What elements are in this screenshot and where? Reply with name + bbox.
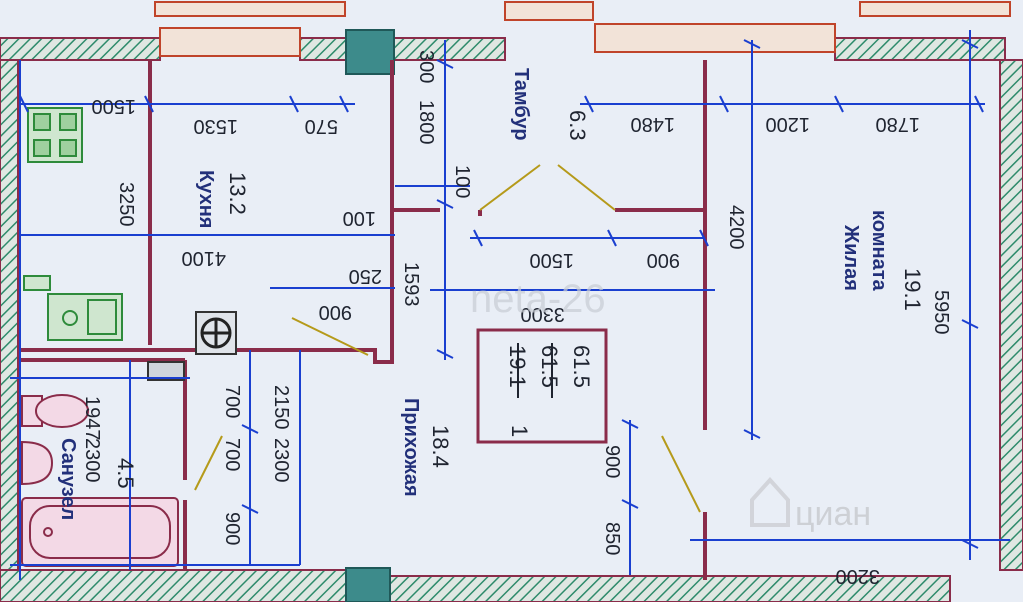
toilet-icon bbox=[21, 394, 89, 428]
dim-900-b: 900 bbox=[319, 301, 352, 323]
living-name-line2: комната bbox=[868, 210, 890, 291]
dim-1480: 1480 bbox=[631, 113, 676, 135]
rooms-count: 1 bbox=[507, 425, 532, 437]
dimension-values: 300 1800 1500 1530 570 1480 1200 1780 32… bbox=[81, 50, 952, 587]
vestibule-name: Тамбур bbox=[510, 68, 532, 141]
bathroom-area: 4.5 bbox=[113, 458, 138, 489]
dim-700-a: 700 bbox=[221, 385, 243, 418]
site-watermark: neta-26 bbox=[470, 277, 606, 321]
dim-1593: 1593 bbox=[400, 262, 422, 307]
dimension-lines bbox=[10, 30, 1010, 580]
dim-2300-b: 2300 bbox=[270, 438, 292, 483]
dim-2150: 2150 bbox=[270, 385, 292, 430]
brand-watermark: циан bbox=[795, 495, 871, 533]
bathroom-name: Санузел bbox=[57, 438, 79, 520]
dim-4200: 4200 bbox=[725, 205, 747, 250]
hall-area: 18.4 bbox=[428, 425, 453, 468]
living-area: 19.1 bbox=[900, 268, 925, 311]
living-name-line1: Жилая bbox=[840, 224, 862, 291]
radiator-icon bbox=[147, 361, 185, 381]
exterior-walls bbox=[0, 37, 1023, 602]
kitchen-name: Кухня bbox=[195, 170, 217, 228]
dim-900-c: 900 bbox=[221, 512, 243, 545]
dim-1500-mid: 1500 bbox=[530, 249, 575, 271]
room-labels: Кухня 13.2 Тамбур 6.3 Жилая комната 19.1… bbox=[57, 68, 925, 520]
dim-5950: 5950 bbox=[930, 290, 952, 335]
bathroom-sink-icon bbox=[21, 440, 54, 486]
dim-1780: 1780 bbox=[876, 113, 921, 135]
dim-900-a: 900 bbox=[647, 249, 680, 271]
dim-3300: 3300 bbox=[521, 303, 566, 325]
dim-100-b: 100 bbox=[451, 165, 473, 198]
total-area-value-1: 61.5 bbox=[537, 345, 562, 388]
dim-1530: 1530 bbox=[194, 115, 239, 137]
bathtub-icon bbox=[21, 497, 179, 567]
dim-1500-top: 1500 bbox=[92, 95, 137, 117]
area-summary-box: 1 19.1 61.5 61.5 bbox=[476, 328, 608, 444]
dim-1947: 1947 bbox=[81, 396, 103, 441]
kitchen-area: 13.2 bbox=[225, 172, 250, 215]
dim-900-d: 900 bbox=[601, 445, 623, 478]
kitchen-sink-icon bbox=[23, 275, 123, 341]
vestibule-area: 6.3 bbox=[565, 110, 590, 141]
columns bbox=[345, 29, 395, 602]
kitchen-stove-icon bbox=[27, 107, 83, 163]
boiler-icon bbox=[195, 311, 237, 355]
door-swings bbox=[194, 164, 701, 513]
dim-850: 850 bbox=[601, 522, 623, 555]
dim-100-a: 100 bbox=[343, 207, 376, 229]
dim-3250: 3250 bbox=[115, 182, 137, 227]
hall-name: Прихожая bbox=[400, 398, 422, 497]
dim-4100: 4100 bbox=[182, 247, 227, 269]
watermarks: neta-26 циан bbox=[470, 277, 871, 533]
dim-2300-a: 2300 bbox=[81, 438, 103, 483]
dim-1200: 1200 bbox=[766, 113, 811, 135]
dim-250: 250 bbox=[349, 265, 382, 287]
cian-logo-icon bbox=[750, 477, 790, 527]
dim-1800: 1800 bbox=[415, 100, 437, 145]
windows bbox=[154, 1, 1011, 57]
dim-700-b: 700 bbox=[221, 438, 243, 471]
dim-3200: 3200 bbox=[836, 565, 881, 587]
total-area-value-2: 61.5 bbox=[569, 345, 594, 388]
dim-570: 570 bbox=[305, 115, 338, 137]
dim-300: 300 bbox=[415, 50, 437, 83]
